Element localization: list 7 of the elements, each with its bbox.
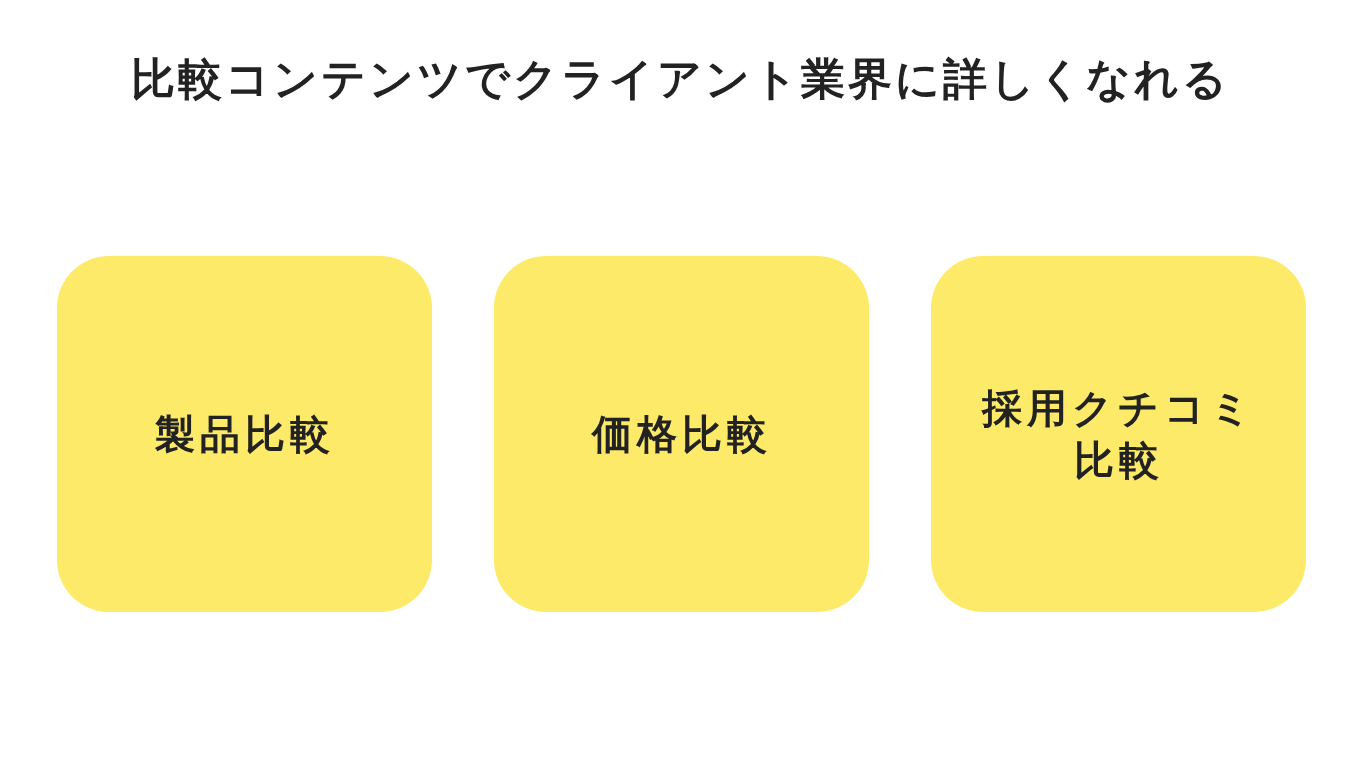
category-card [931,256,1306,612]
category-card [57,256,432,612]
card-label: 製品比較 [153,410,336,459]
card-label: 採用クチコミ比較 [980,384,1257,485]
card-label: 価格比較 [590,410,773,459]
title: 比較コンテンツでクライアント業界に詳しくなれる [129,52,1231,106]
category-card [494,256,869,612]
